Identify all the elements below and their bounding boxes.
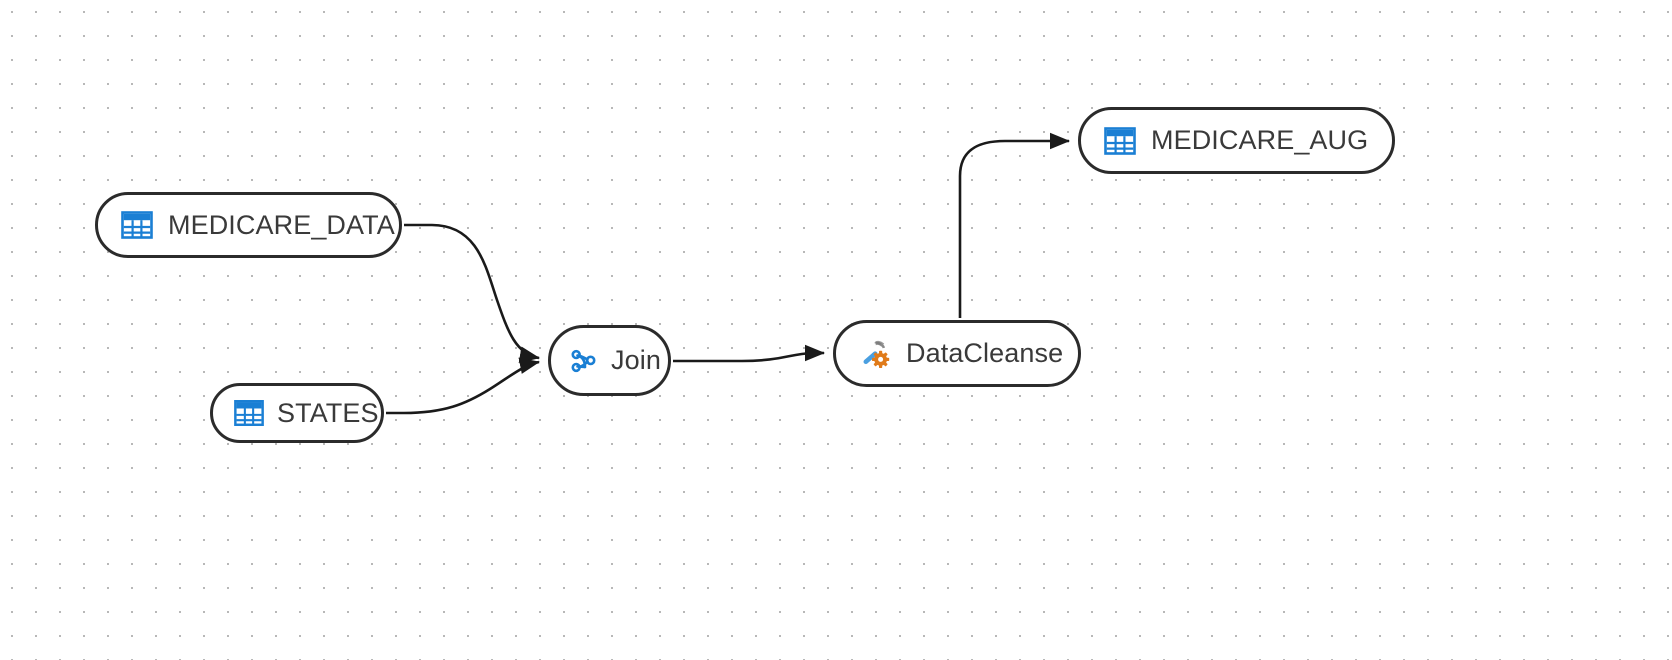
node-label: STATES [277, 397, 379, 428]
node-datacleanse[interactable]: DataCleanse [833, 320, 1081, 387]
node-label: MEDICARE_DATA [168, 209, 395, 240]
hammer-gear-icon [863, 340, 890, 368]
table-icon [234, 400, 264, 426]
node-medicare-data[interactable]: MEDICARE_DATA [95, 192, 402, 258]
table-icon [121, 211, 153, 239]
node-states[interactable]: STATES [210, 383, 384, 443]
edge-join-datacleanse [673, 344, 826, 363]
node-join[interactable]: Join [548, 325, 671, 396]
edge-medicare-data-join [404, 223, 541, 363]
edge-states-join [386, 357, 541, 415]
edge-datacleanse-medicare-aug [958, 132, 1071, 318]
join-icon [571, 349, 596, 372]
node-label: DataCleanse [906, 338, 1064, 368]
node-label: MEDICARE_AUG [1151, 125, 1369, 155]
node-medicare-aug[interactable]: MEDICARE_AUG [1078, 107, 1395, 174]
node-label: Join [611, 345, 661, 375]
table-icon [1104, 126, 1136, 155]
